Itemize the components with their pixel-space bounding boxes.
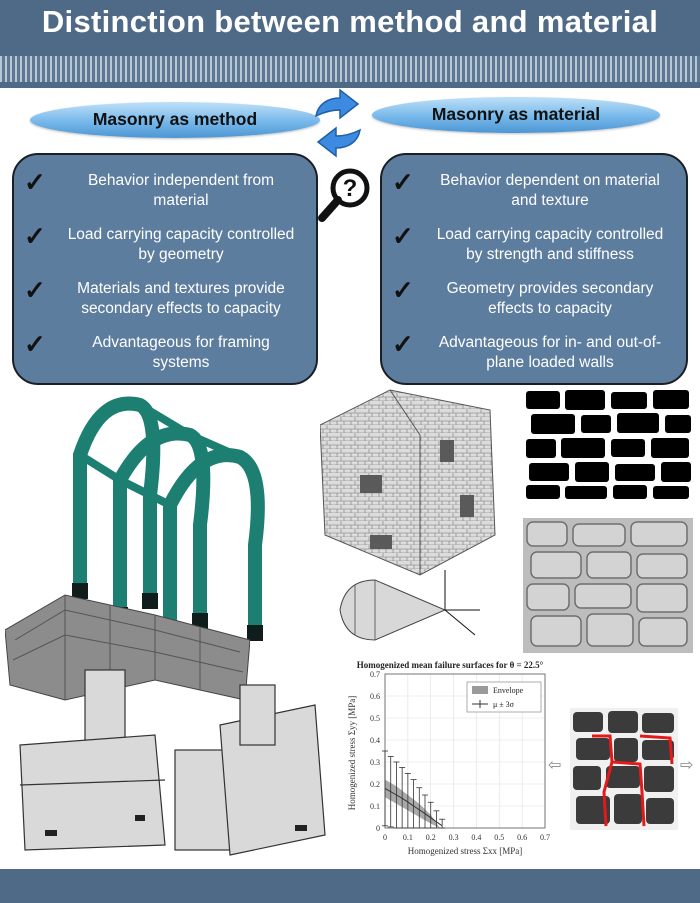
y-axis-label: Homogenized stress Σyy [MPa] [347, 696, 357, 810]
stone-wall-photo [523, 518, 693, 653]
check-icon: ✓ [392, 329, 414, 359]
y-tick-label: 0.3 [370, 758, 380, 767]
cracked-building-models [19, 669, 326, 856]
y-tick-label: 0.2 [370, 780, 380, 789]
check-icon: ✓ [392, 275, 414, 305]
method-panel: ✓ Behavior independent from material ✓ L… [12, 153, 318, 385]
x-tick-label: 0.4 [471, 833, 481, 842]
envelope-area [385, 779, 440, 828]
x-tick-label: 0.6 [517, 833, 527, 842]
envelope-band [385, 779, 440, 828]
y-tick-label: 0 [376, 824, 380, 833]
arrow-left-icon [316, 126, 361, 158]
x-tick-labels: 0 0.1 0.2 0.3 0.4 0.5 0.6 0.7 [383, 833, 550, 842]
footer-bar [0, 869, 700, 903]
masonry-house-model [320, 389, 496, 576]
y-tick-label: 0.5 [370, 714, 380, 723]
material-item-text: Advantageous for in- and out-of-plane lo… [438, 334, 662, 371]
y-tick-label: 0.7 [370, 670, 380, 679]
y-tick-labels: 0 0.1 0.2 0.3 0.4 0.5 0.6 0.7 [370, 670, 380, 833]
method-item-text: Materials and textures provide secondary… [77, 280, 285, 317]
svg-text:?: ? [343, 175, 358, 202]
failure-cone-diagram [339, 570, 480, 641]
legend-envelope-swatch [472, 686, 488, 694]
vault-model [5, 594, 250, 701]
error-bars [382, 750, 446, 829]
check-icon: ✓ [24, 275, 46, 305]
failure-surface-chart: Homogenized mean failure surfaces for θ … [347, 660, 550, 856]
method-item-text: Behavior independent from material [87, 172, 275, 209]
material-heading: Masonry as material [372, 97, 660, 133]
arrow-right-small-icon: ⇨ [680, 757, 694, 774]
material-panel: ✓ Behavior dependent on material and tex… [380, 153, 688, 385]
y-tick-label: 0.6 [370, 692, 380, 701]
x-tick-label: 0.1 [403, 833, 413, 842]
material-item-text: Load carrying capacity controlled by str… [436, 226, 664, 263]
method-heading: Masonry as method [30, 102, 320, 138]
legend-envelope-label: Envelope [493, 686, 524, 695]
stone-texture-binary [523, 387, 693, 502]
check-icon: ✓ [24, 167, 46, 197]
material-item-text: Behavior dependent on material and textu… [440, 172, 660, 209]
legend-error-label: μ ± 3σ [493, 700, 515, 709]
x-tick-label: 0.5 [494, 833, 504, 842]
arch-frame-model [72, 396, 265, 641]
check-icon: ✓ [392, 221, 414, 251]
arrow-right-icon [315, 88, 360, 120]
y-tick-label: 0.4 [370, 736, 380, 745]
x-tick-label: 0.7 [540, 833, 550, 842]
check-icon: ✓ [392, 167, 414, 197]
x-tick-label: 0.3 [449, 833, 459, 842]
header-stripes [0, 56, 700, 82]
arrow-left-small-icon: ⇦ [548, 757, 562, 774]
x-axis-label: Homogenized stress Σxx [MPa] [408, 846, 522, 856]
x-tick-label: 0 [383, 833, 387, 842]
check-icon: ✓ [24, 221, 46, 251]
crack-pattern-image [570, 708, 678, 830]
chart-legend: Envelope μ ± 3σ [466, 681, 542, 713]
check-icon: ✓ [24, 329, 46, 359]
chart-title: Homogenized mean failure surfaces for θ … [357, 660, 544, 670]
magnifier-question-icon: ? [318, 168, 370, 222]
page-title: Distinction between method and material [41, 4, 659, 39]
method-item-text: Load carrying capacity controlled by geo… [67, 226, 295, 263]
material-item-text: Geometry provides secondary effects to c… [446, 280, 654, 317]
method-item-text: Advantageous for framing systems [92, 334, 270, 371]
y-tick-label: 0.1 [370, 802, 380, 811]
x-tick-label: 0.2 [426, 833, 436, 842]
swap-arrows [315, 88, 361, 158]
